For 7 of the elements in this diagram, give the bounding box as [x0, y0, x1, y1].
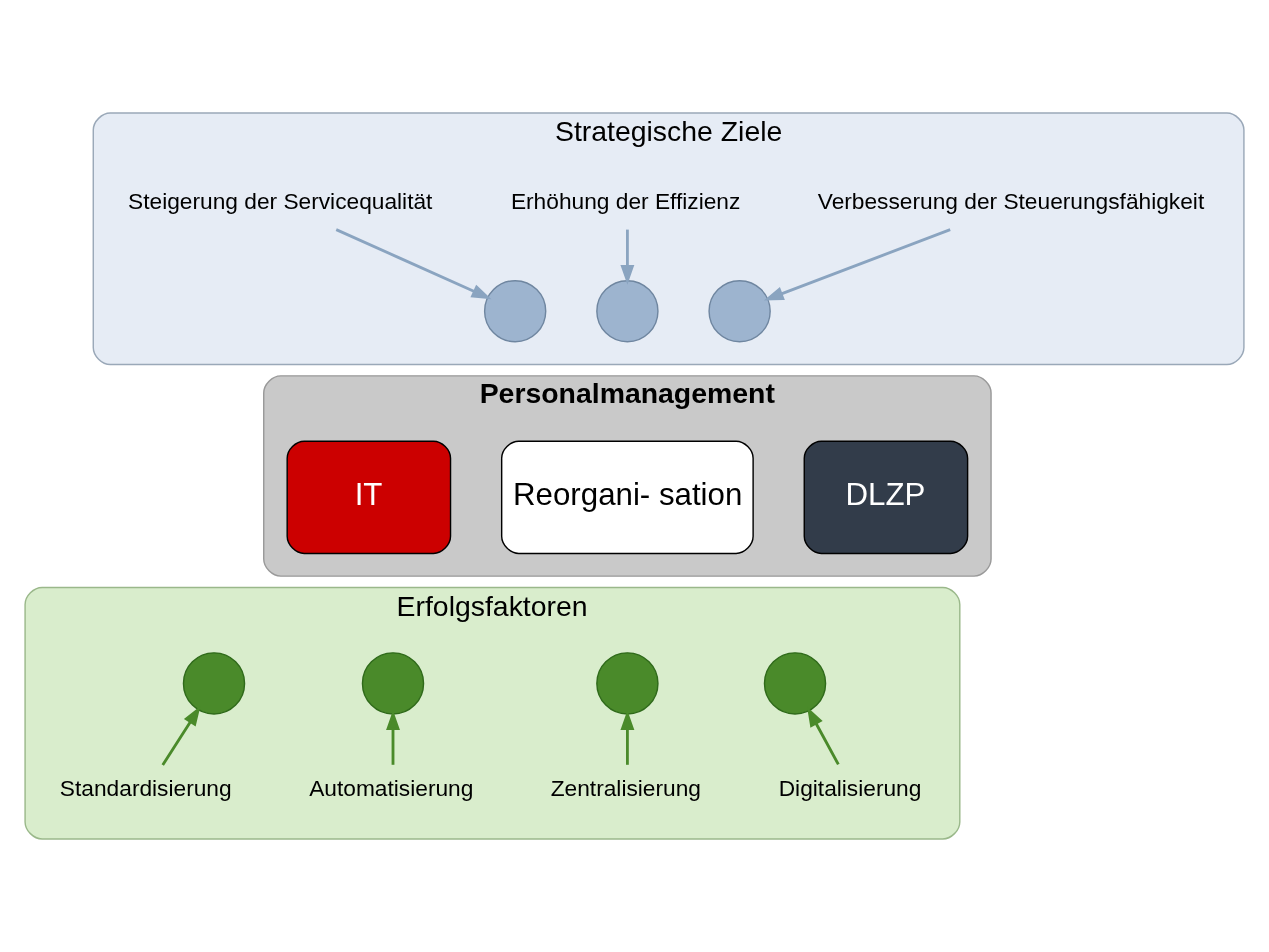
- node-text: Digitalisierung: [778, 775, 922, 802]
- node-text: Standardisierung: [59, 775, 232, 802]
- node-text: Erhöhung der Effizienz: [510, 188, 741, 215]
- node-text: Steigerung der Servicequalität: [128, 188, 433, 215]
- node-text: Automatisierung: [309, 775, 474, 802]
- node-text: Zentralisierung: [550, 775, 701, 802]
- node-text: Verbesserung der Steuerungsfähigkeit: [817, 188, 1205, 215]
